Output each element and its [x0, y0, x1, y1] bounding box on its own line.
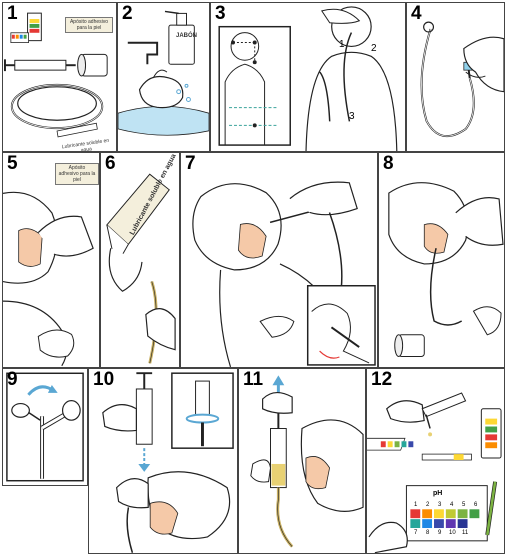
ph-color-cell — [410, 519, 421, 529]
marker-1: 1 — [339, 39, 345, 50]
swatch-strip — [380, 441, 386, 448]
step-number: 10 — [93, 369, 115, 390]
cap-illustration — [6, 372, 84, 482]
step-panel-1: 1 Apósito adhesivo para la piel Lubrican… — [2, 2, 117, 152]
swatch-strip — [401, 441, 407, 448]
ph-color-cell — [457, 509, 468, 519]
ph-color-cell — [445, 519, 456, 529]
swatch-strip — [408, 441, 414, 448]
ph-number-7: 7 — [414, 530, 418, 536]
insert-tube-illustration — [192, 181, 376, 367]
step-panel-3: 3 1 2 3 — [210, 2, 406, 152]
supplies-illustration — [3, 12, 108, 138]
ph-number-9: 9 — [438, 530, 442, 536]
ph-number-4: 4 — [450, 502, 454, 508]
marking-tube-illustration — [420, 21, 504, 138]
ph-number-2: 2 — [426, 502, 430, 508]
ph-test-illustration — [367, 392, 502, 553]
step-number: 11 — [243, 369, 264, 390]
marker-3: 3 — [349, 111, 355, 122]
ph-color-cell — [469, 509, 480, 519]
ph-number-1: 1 — [414, 502, 418, 508]
step-number: 8 — [383, 153, 394, 174]
aspirate-illustration — [250, 375, 364, 548]
step-panel-9: 9 — [2, 368, 88, 486]
step-panel-12: 12 pH 1 2 3 4 5 6 7 8 9 10 11 — [366, 368, 505, 554]
measuring-tube-illustration — [218, 6, 398, 151]
step-number: 5 — [7, 153, 18, 174]
ph-color-cell — [422, 509, 433, 519]
ph-number-6: 6 — [474, 502, 478, 508]
soap-bottle-label: JABÓN — [176, 33, 198, 39]
ph-number-5: 5 — [462, 502, 466, 508]
ph-chart-title: pH — [433, 490, 443, 497]
tape-box-label: Apósito adhesivo para la piel — [55, 163, 99, 185]
ph-color-cell — [434, 519, 444, 529]
step-panel-7: 7 — [180, 152, 378, 368]
swatch-strip — [394, 441, 400, 448]
marker-2: 2 — [371, 43, 377, 54]
step-number: 6 — [105, 153, 116, 174]
ph-color-cell — [410, 509, 421, 519]
step-panel-5: 5 Apósito adhesivo para la piel — [2, 152, 100, 368]
ph-color-cell — [434, 509, 444, 519]
step-number: 4 — [411, 3, 422, 24]
lubricant-illustration — [106, 173, 176, 364]
ph-number-3: 3 — [438, 502, 442, 508]
step-panel-10: 10 — [88, 368, 238, 554]
attach-syringe-illustration — [102, 372, 234, 553]
step-panel-6: 6 Lubricante soluble en agua — [100, 152, 180, 368]
ph-color-cell — [422, 519, 433, 529]
ph-number-11: 11 — [462, 530, 469, 536]
swatch-strip — [387, 441, 393, 448]
ph-number-8: 8 — [426, 530, 430, 536]
step-panel-2: 2 JABÓN — [117, 2, 210, 152]
tape-box-label: Apósito adhesivo para la piel — [65, 17, 113, 33]
step-panel-4: 4 — [406, 2, 505, 152]
step-number: 7 — [185, 153, 196, 174]
step-number: 1 — [7, 3, 18, 24]
ph-color-cell — [445, 509, 456, 519]
ph-color-cell — [457, 519, 468, 529]
step-number: 9 — [7, 369, 18, 390]
step-number: 12 — [371, 369, 393, 390]
tape-on-cheek-illustration — [3, 191, 94, 367]
step-number: 2 — [122, 3, 133, 24]
secure-tube-illustration — [388, 182, 504, 357]
ph-number-10: 10 — [449, 530, 456, 536]
step-panel-8: 8 — [378, 152, 505, 368]
step-panel-11: 11 — [238, 368, 366, 554]
handwashing-illustration — [118, 10, 209, 136]
step-number: 3 — [215, 3, 226, 24]
